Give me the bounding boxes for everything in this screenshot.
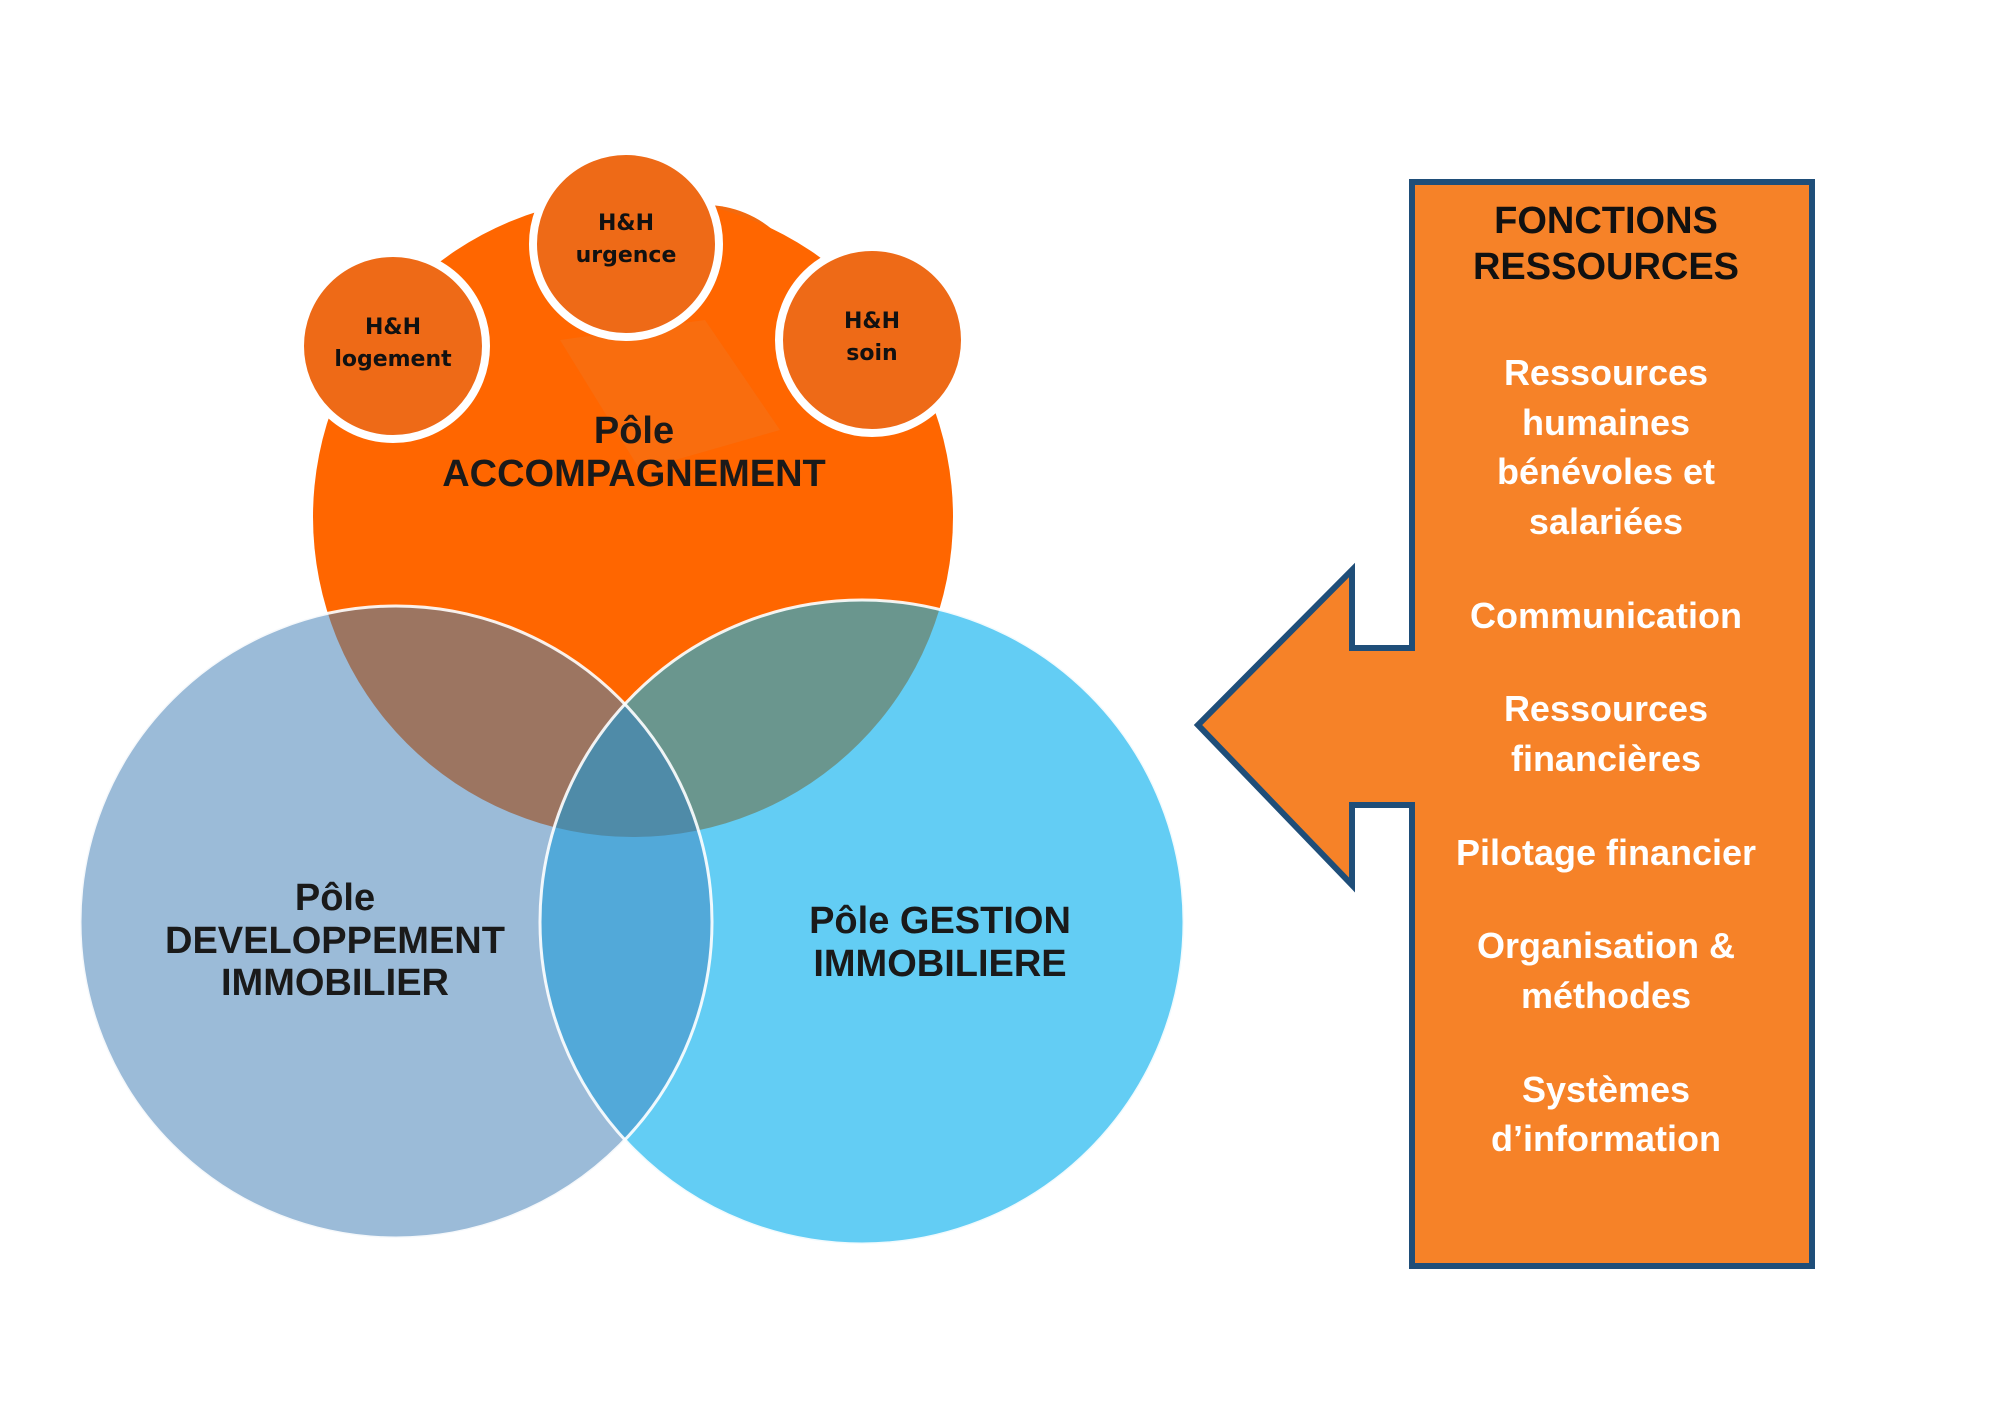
ressources-item-line: humaines: [1521, 401, 1691, 443]
ressources-item-line: Organisation &: [1476, 925, 1736, 967]
hh-logement-line2: logement: [334, 346, 452, 372]
ressources-item-line: Pilotage financier: [1455, 831, 1757, 873]
pole-accompagnement-line2: ACCOMPAGNEMENT: [442, 452, 826, 495]
ressources-item-line: Ressources: [1503, 688, 1709, 730]
hh-soin-label: H&H soin: [792, 306, 952, 370]
ressources-item-line: financières: [1510, 738, 1702, 780]
outline-developpement: [78, 604, 714, 1240]
ressources-item-line: Ressources: [1503, 352, 1709, 393]
pole-gestion-line2: IMMOBILIERE: [813, 942, 1067, 985]
ressources-item: Communication: [1410, 591, 1802, 641]
accompagnement-shade: [560, 320, 780, 470]
pole-gestion-label: Pôle GESTION IMMOBILIERE: [745, 900, 1135, 985]
pole-accompagnement-line1: Pôle: [593, 410, 675, 452]
ressources-title-line2: RESSOURCES: [1472, 246, 1740, 289]
ressources-item: Ressources humaines bénévoles et salariées: [1410, 348, 1802, 547]
pole-developpement-label: Pôle DEVELOPPEMENT IMMOBILIER: [130, 877, 540, 1005]
hh-urgence-line1: H&H: [597, 211, 654, 236]
ressources-item-line: d’information: [1491, 1118, 1721, 1160]
hh-urgence-line2: urgence: [575, 242, 677, 268]
hh-logement-line1: H&H: [364, 315, 421, 340]
pole-accompagnement-label: Pôle ACCOMPAGNEMENT: [400, 410, 868, 495]
overlap-accompagnement-developpement: [313, 606, 712, 837]
hh-soin-circle: [775, 243, 969, 437]
ressources-item: Systèmes d’information: [1410, 1065, 1802, 1164]
ressources-item-line: méthodes: [1520, 975, 1692, 1017]
pole-developpement-line3: IMMOBILIER: [221, 962, 449, 1005]
ressources-item: Organisation & méthodes: [1410, 921, 1802, 1020]
ressources-item-line: bénévoles et: [1496, 451, 1716, 493]
pole-developpement-line2: DEVELOPPEMENT: [165, 919, 505, 962]
pole-gestion-line1: Pôle GESTION: [809, 900, 1071, 942]
hh-urgence-label: H&H urgence: [546, 208, 706, 272]
outline-gestion: [538, 598, 1186, 1246]
ressources-item-line: Communication: [1469, 594, 1742, 636]
overlap-accompagnement-gestion: [540, 600, 953, 837]
ressources-item-line: Systèmes: [1521, 1068, 1691, 1110]
ressources-item-line: salariées: [1528, 501, 1684, 543]
ressources-arrow-panel: [1193, 179, 1815, 1269]
hh-urgence-circle: [529, 147, 723, 341]
hh-logement-circle: [296, 249, 490, 443]
ressources-item: Pilotage financier: [1410, 828, 1802, 878]
hh-soin-line1: H&H: [843, 309, 900, 334]
hh-logement-label: H&H logement: [313, 312, 473, 376]
ressources-title: FONCTIONS RESSOURCES: [1410, 198, 1802, 291]
ressources-title-line1: FONCTIONS: [1494, 200, 1718, 242]
pole-developpement-line1: Pôle: [294, 877, 376, 919]
ressources-item: Ressources financières: [1410, 684, 1802, 783]
hh-soin-line2: soin: [846, 340, 898, 366]
